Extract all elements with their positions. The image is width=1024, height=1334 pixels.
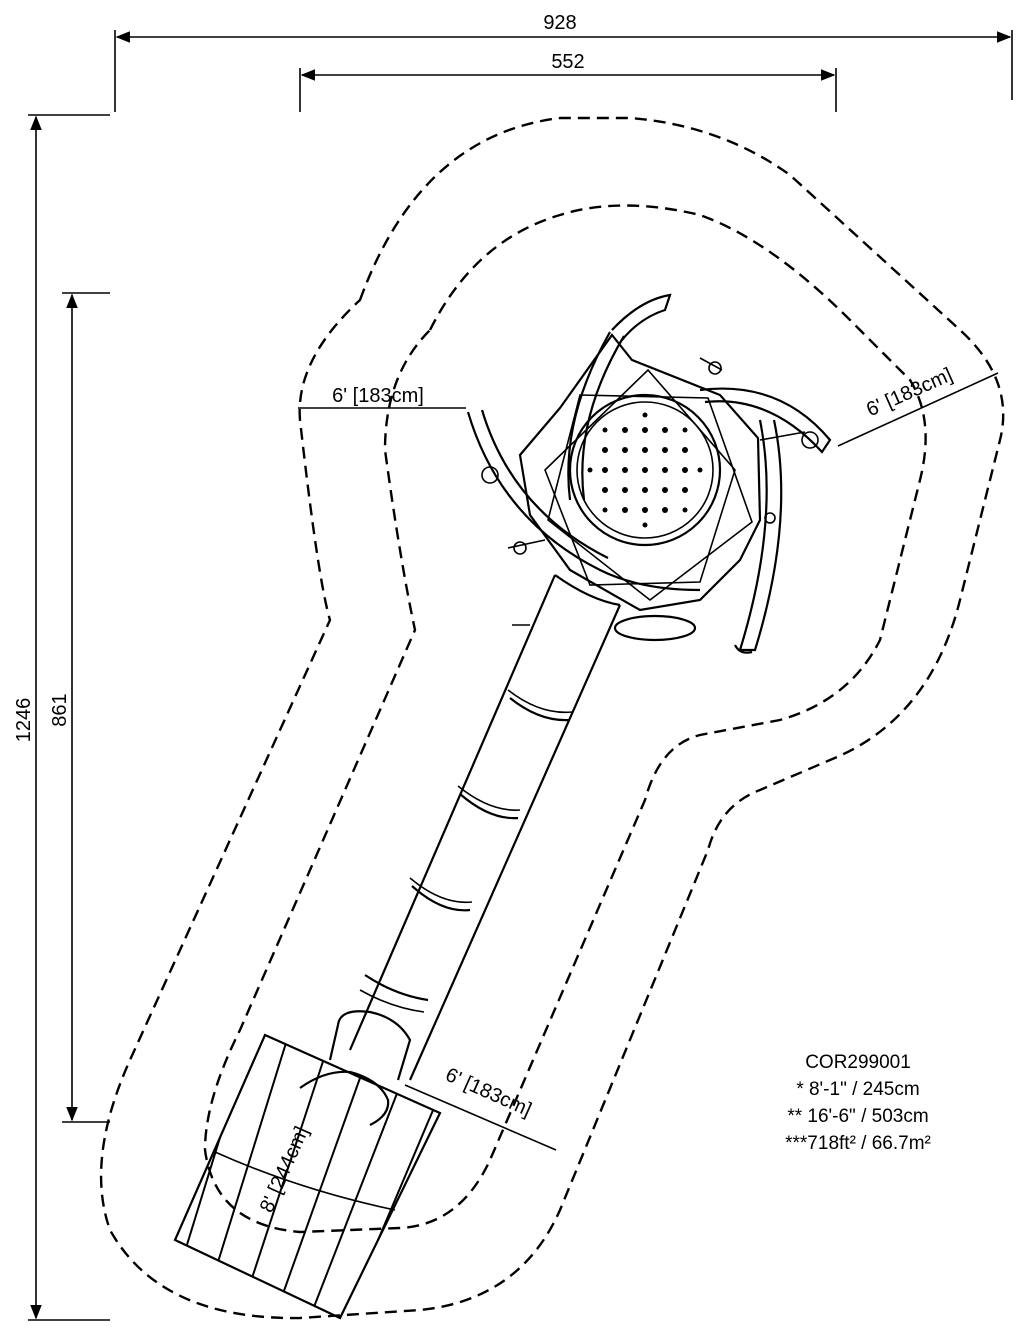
dimension-inner-width: 552 xyxy=(299,51,837,112)
clearance-slide-exit-label: 8' [244cm] xyxy=(256,1123,313,1216)
dimension-overall-width: 928 xyxy=(114,12,1013,112)
climbing-tower xyxy=(466,293,832,654)
tube-slide xyxy=(299,574,622,1126)
model-number: COR299001 xyxy=(805,1052,911,1073)
clearance-slide-side-label: 6' [183cm] xyxy=(442,1064,535,1121)
spec-block: COR299001 * 8'-1" / 245cm ** 16'-6" / 50… xyxy=(785,1052,931,1154)
inner-height-label: 861 xyxy=(49,693,71,726)
clearance-right: 6' [183cm] xyxy=(837,364,999,447)
dimension-overall-height: 1246 xyxy=(13,114,110,1321)
spec-area: ***718ft² / 66.7m² xyxy=(785,1133,931,1154)
spec-fall-height: * 8'-1" / 245cm xyxy=(796,1079,919,1100)
overall-height-label: 1246 xyxy=(13,698,35,743)
clearance-left-label: 6' [183cm] xyxy=(332,385,424,407)
outer-safety-zone xyxy=(99,116,1005,1320)
dome-perforations xyxy=(587,412,703,528)
clearance-left: 6' [183cm] xyxy=(298,385,466,409)
overall-width-label: 928 xyxy=(543,12,576,34)
dimension-inner-height: 861 xyxy=(49,292,110,1123)
spec-overall-height: ** 16'-6" / 503cm xyxy=(787,1106,928,1127)
inner-safety-zone xyxy=(203,204,927,1234)
inner-width-label: 552 xyxy=(551,51,584,73)
